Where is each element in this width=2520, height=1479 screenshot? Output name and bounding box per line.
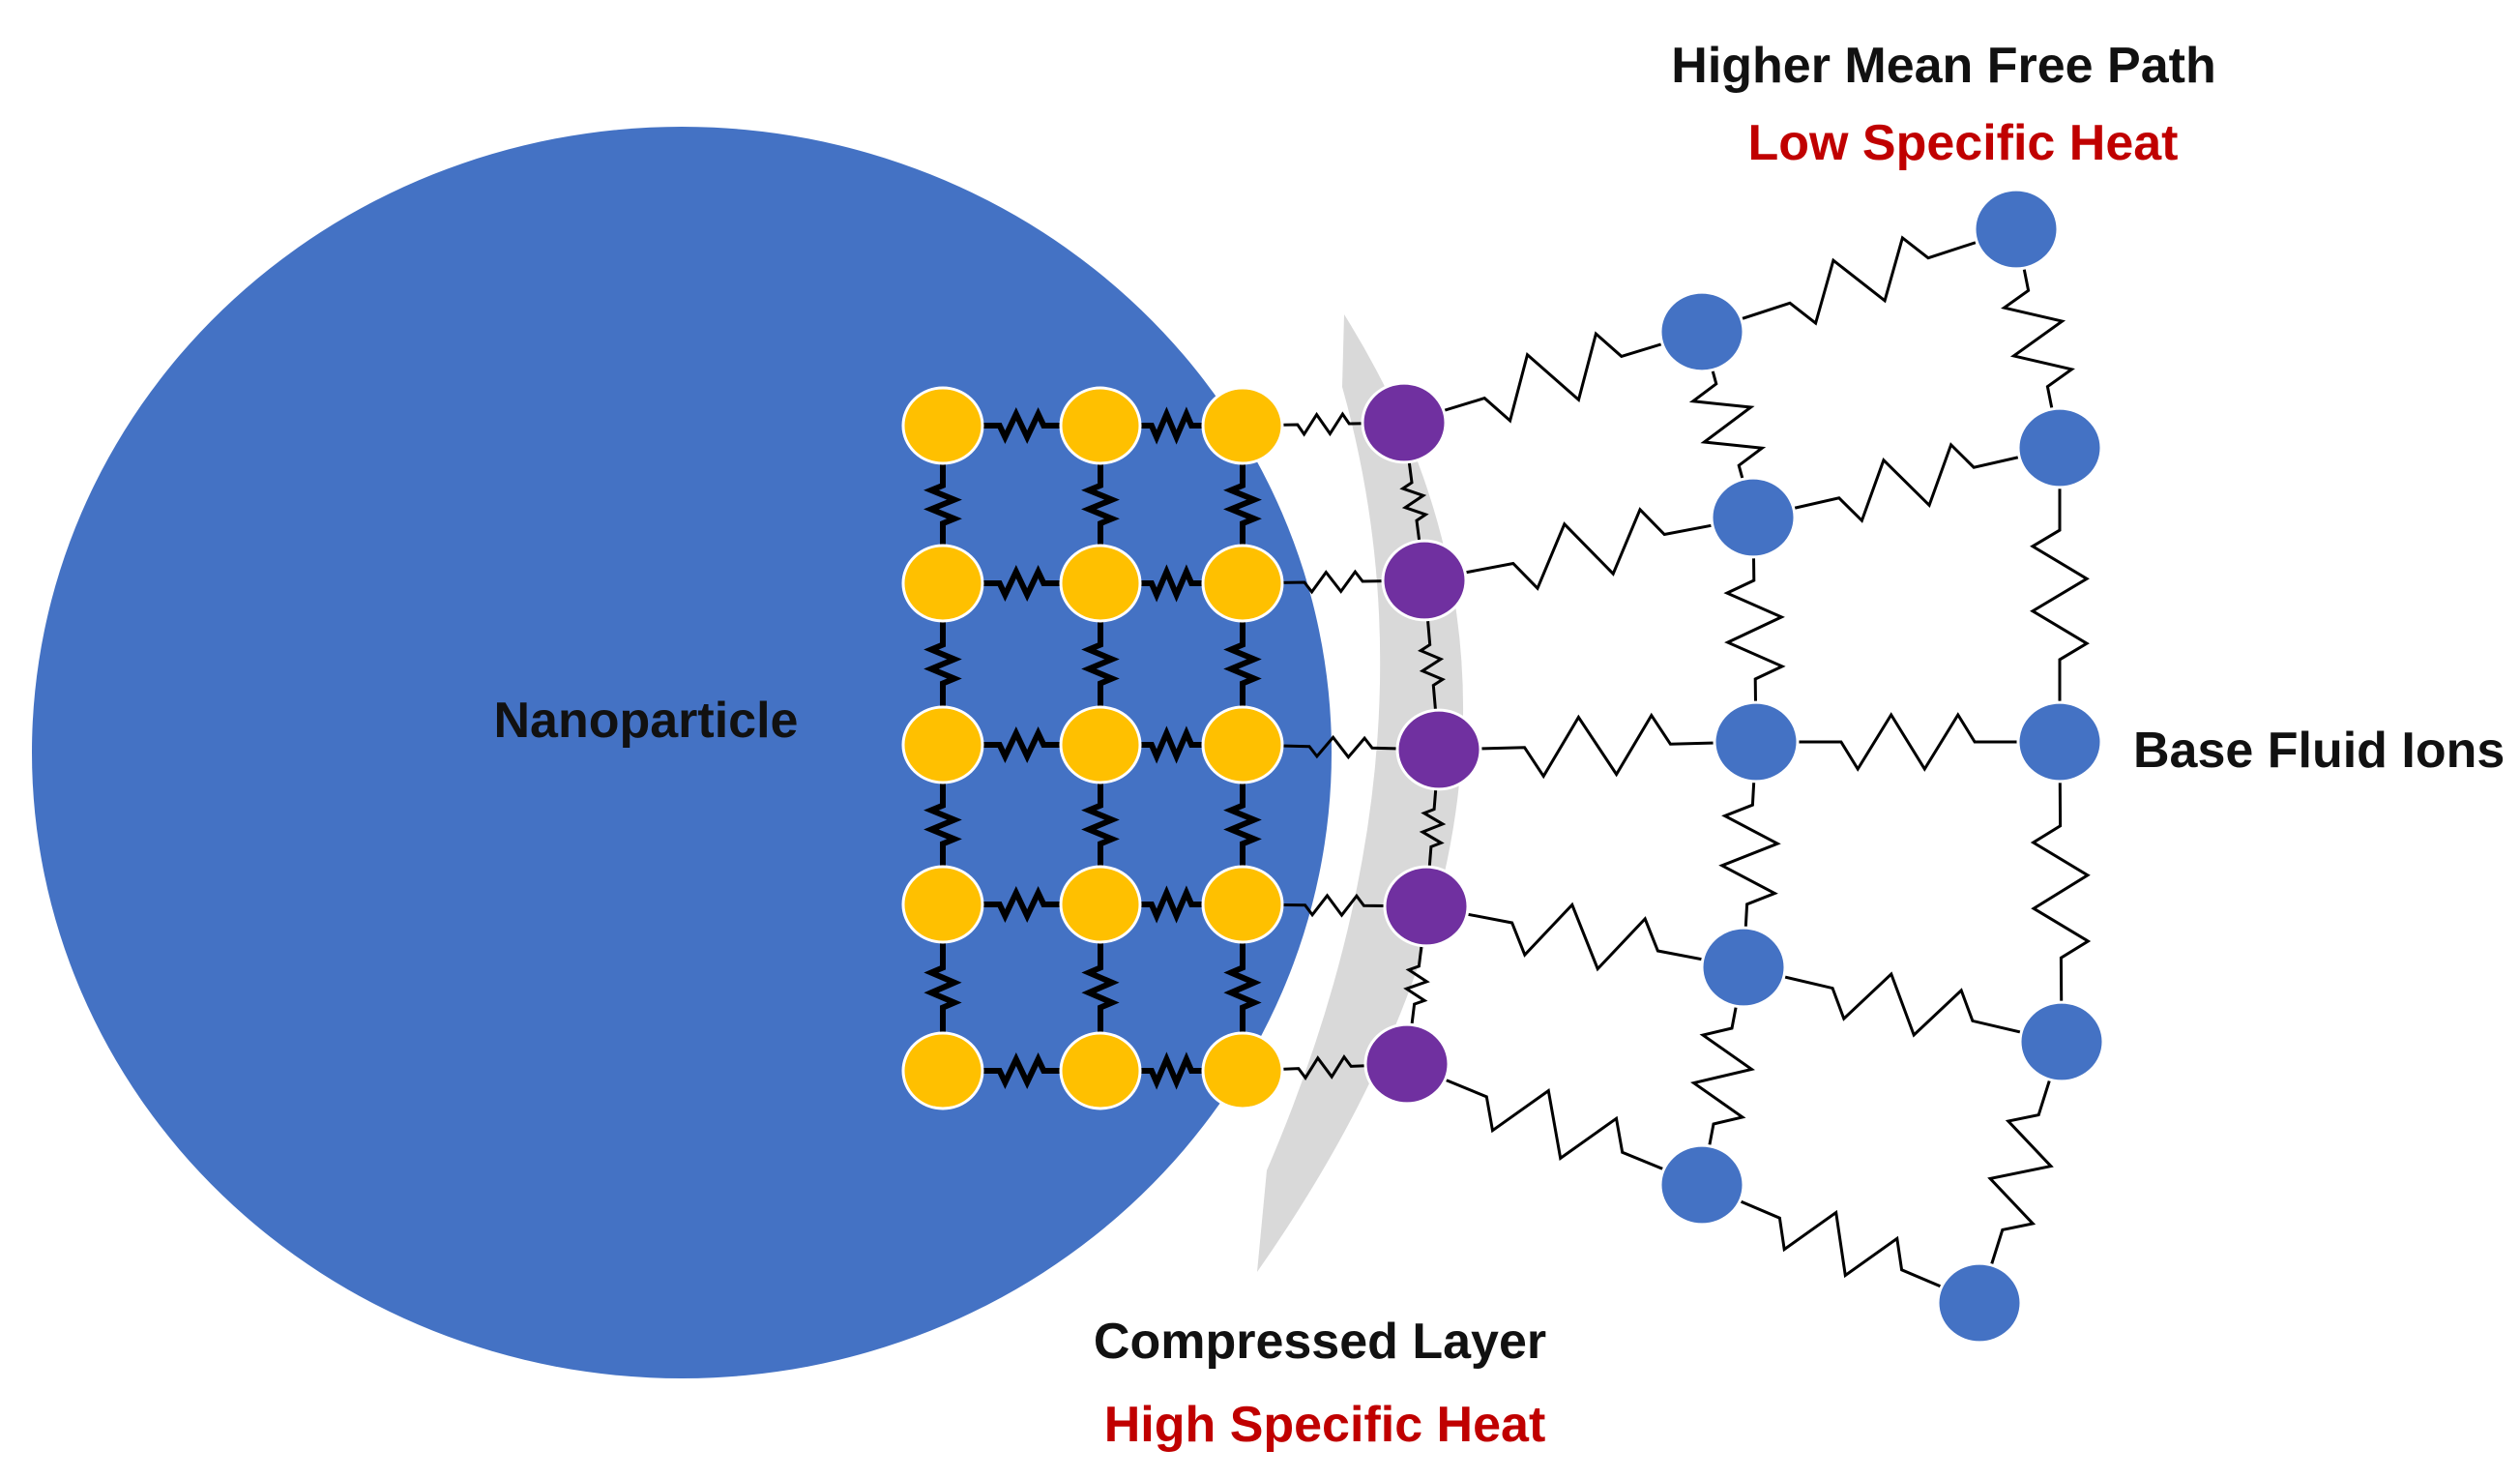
atoms-layer	[901, 188, 2105, 1345]
solid-atom	[901, 705, 984, 784]
spring-bonds	[923, 227, 2092, 1305]
fluid-spring	[2001, 228, 2075, 449]
fluid-spring	[1756, 712, 2060, 772]
fluid-ion	[2016, 700, 2103, 784]
fluid-spring	[1423, 507, 1754, 591]
solid-spring	[1223, 426, 1262, 583]
fluid-ion	[2016, 406, 2103, 489]
solid-spring	[943, 726, 1100, 763]
solid-atom	[1059, 544, 1142, 623]
fluid-spring	[1718, 741, 1781, 968]
fluid-spring	[2030, 448, 2090, 742]
fluid-ion	[1658, 1143, 1745, 1227]
solid-atom	[1201, 386, 1284, 465]
nanoparticle-label: Nanoparticle	[494, 693, 799, 749]
solid-spring	[943, 565, 1100, 602]
interface-spring	[1417, 579, 1447, 751]
fluid-ion	[2018, 1000, 2105, 1083]
solid-spring	[1081, 745, 1120, 904]
fluid-spring	[2030, 741, 2092, 1043]
solid-spring	[1081, 904, 1120, 1071]
solid-atom	[1201, 1031, 1284, 1110]
interface-atom	[1361, 381, 1448, 464]
fluid-ion	[1658, 290, 1745, 373]
solid-spring	[1100, 885, 1243, 924]
higher-mean-free-path-label: Higher Mean Free Path	[1671, 38, 2215, 94]
fluid-spring	[1406, 1062, 1703, 1187]
interface-spring	[1242, 893, 1427, 918]
solid-spring	[1081, 583, 1120, 745]
solid-atom	[901, 1031, 984, 1110]
fluid-ion	[1710, 476, 1797, 559]
solid-atom	[1059, 865, 1142, 944]
interface-atom	[1383, 865, 1470, 948]
fluid-spring	[1752, 442, 2061, 523]
fluid-spring	[1403, 330, 1703, 425]
low-specific-heat-label: Low Specific Heat	[1748, 115, 2179, 171]
fluid-ion	[1713, 700, 1800, 784]
solid-atom	[1201, 865, 1284, 944]
interface-spring	[1403, 905, 1430, 1065]
solid-atom	[1201, 544, 1284, 623]
solid-spring	[1223, 904, 1262, 1071]
fluid-ion	[1973, 188, 2060, 271]
fluid-ion	[1700, 926, 1787, 1009]
interface-atom	[1395, 708, 1482, 791]
fluid-spring	[1743, 965, 2063, 1044]
solid-spring	[923, 583, 962, 745]
fluid-spring	[1425, 902, 1744, 972]
solid-atom	[1059, 386, 1142, 465]
solid-atom	[901, 544, 984, 623]
solid-atom	[1201, 705, 1284, 784]
interface-spring	[1242, 734, 1440, 760]
solid-spring	[1100, 1051, 1243, 1090]
fluid-spring	[1701, 1183, 1980, 1305]
interface-spring	[1242, 569, 1425, 595]
interface-spring	[1242, 1054, 1408, 1080]
solid-spring	[1223, 583, 1262, 745]
solid-spring	[1223, 745, 1262, 904]
solid-spring	[943, 1052, 1100, 1089]
solid-spring	[1100, 406, 1243, 445]
fluid-spring	[1438, 712, 1757, 780]
fluid-spring	[1690, 966, 1755, 1186]
interface-atom	[1363, 1022, 1450, 1106]
solid-spring	[1100, 725, 1243, 764]
solid-spring	[923, 745, 962, 904]
fluid-spring	[1688, 331, 1767, 518]
fluid-spring	[1701, 227, 2017, 334]
base-fluid-ions-label: Base Fluid Ions	[2133, 723, 2505, 779]
fluid-ion	[1936, 1261, 2023, 1345]
fluid-spring	[1978, 1041, 2064, 1304]
fluid-spring	[1723, 517, 1786, 743]
solid-spring	[923, 426, 962, 583]
solid-spring	[943, 407, 1100, 444]
solid-spring	[1081, 426, 1120, 583]
solid-spring	[923, 904, 962, 1071]
interface-atom	[1381, 539, 1468, 622]
compressed-layer-label: Compressed Layer	[1094, 1314, 1546, 1370]
solid-atom	[1059, 1031, 1142, 1110]
solid-atom	[901, 386, 984, 465]
interface-spring	[1419, 749, 1447, 907]
interface-spring	[1242, 411, 1405, 437]
solid-spring	[943, 886, 1100, 923]
solid-atom	[901, 865, 984, 944]
high-specific-heat-label: High Specific Heat	[1104, 1397, 1546, 1453]
interface-spring	[1399, 422, 1429, 581]
solid-spring	[1100, 564, 1243, 603]
solid-atom	[1059, 705, 1142, 784]
